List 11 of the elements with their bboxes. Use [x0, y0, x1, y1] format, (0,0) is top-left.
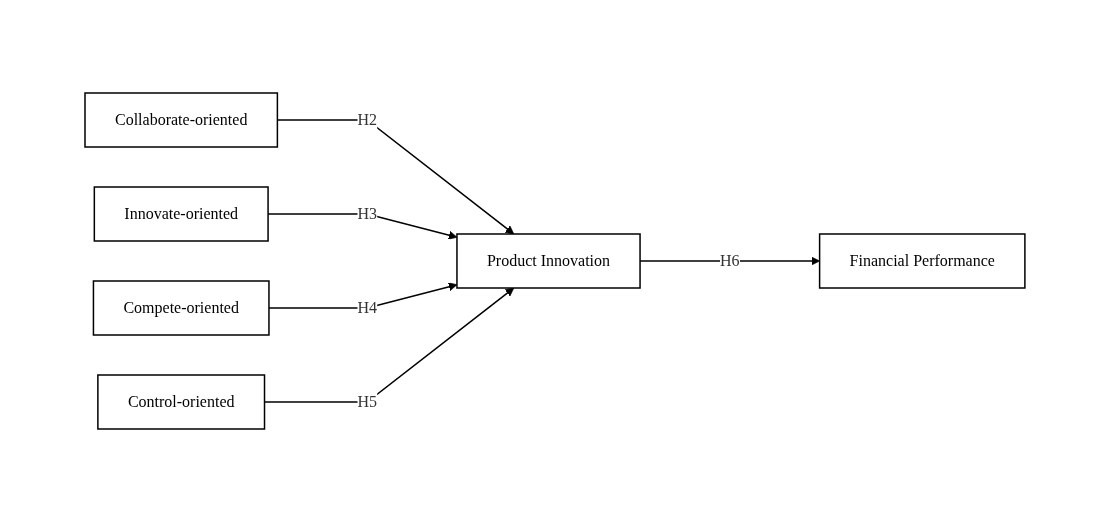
node-box: Innovate-oriented — [93, 186, 269, 242]
node-box: Compete-oriented — [92, 280, 270, 336]
node-box: Financial Performance — [818, 233, 1026, 289]
node-box: Control-oriented — [97, 374, 266, 430]
edge-label: H2 — [357, 111, 377, 128]
edge-label: H4 — [357, 299, 377, 316]
edge-label: H6 — [720, 252, 740, 269]
edge-label: H5 — [357, 393, 377, 410]
node-box: Product Innovation — [456, 233, 641, 289]
edge-label: H3 — [357, 205, 377, 222]
node-box: Collaborate-oriented — [84, 92, 279, 148]
